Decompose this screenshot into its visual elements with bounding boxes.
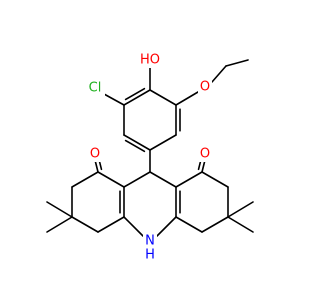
bond [227,216,254,233]
bond [225,59,249,67]
bond [123,171,151,188]
label-bg [88,146,102,162]
bond [211,65,227,83]
label-bg [198,79,212,95]
bond [123,89,151,106]
bond [175,171,203,188]
bond [46,216,73,233]
bond [103,93,125,106]
bond [71,216,99,233]
bond [175,91,199,106]
amine-hydrogen-label: H [145,248,155,263]
bond [149,89,177,106]
bond [149,134,177,151]
bond [46,201,73,218]
molecule-structure: HO Cl O O O N H [46,52,254,263]
label-bg [85,80,105,96]
hydroxyl-label: HO [140,53,160,68]
ketone-oxygen-left-label: O [90,147,100,162]
bond [156,216,177,237]
label-bg [143,234,157,262]
bond [197,159,202,171]
amine-nitrogen-label: N [145,234,155,249]
bond [149,171,177,188]
bond [201,171,229,188]
bond [71,171,99,188]
chloro-label: Cl [89,81,102,96]
bond [124,139,146,153]
bond [97,171,125,188]
bond [227,201,254,218]
bond [123,134,151,151]
bond [97,216,125,233]
label-bg [198,146,212,162]
bond [98,159,103,171]
label-bg [138,52,162,68]
bond [175,216,203,233]
bond-lines [46,59,254,237]
bond [124,87,146,101]
bond [123,216,144,237]
bond [201,216,229,233]
ether-oxygen-label: O [200,80,210,95]
ketone-oxygen-right-label: O [200,147,210,162]
